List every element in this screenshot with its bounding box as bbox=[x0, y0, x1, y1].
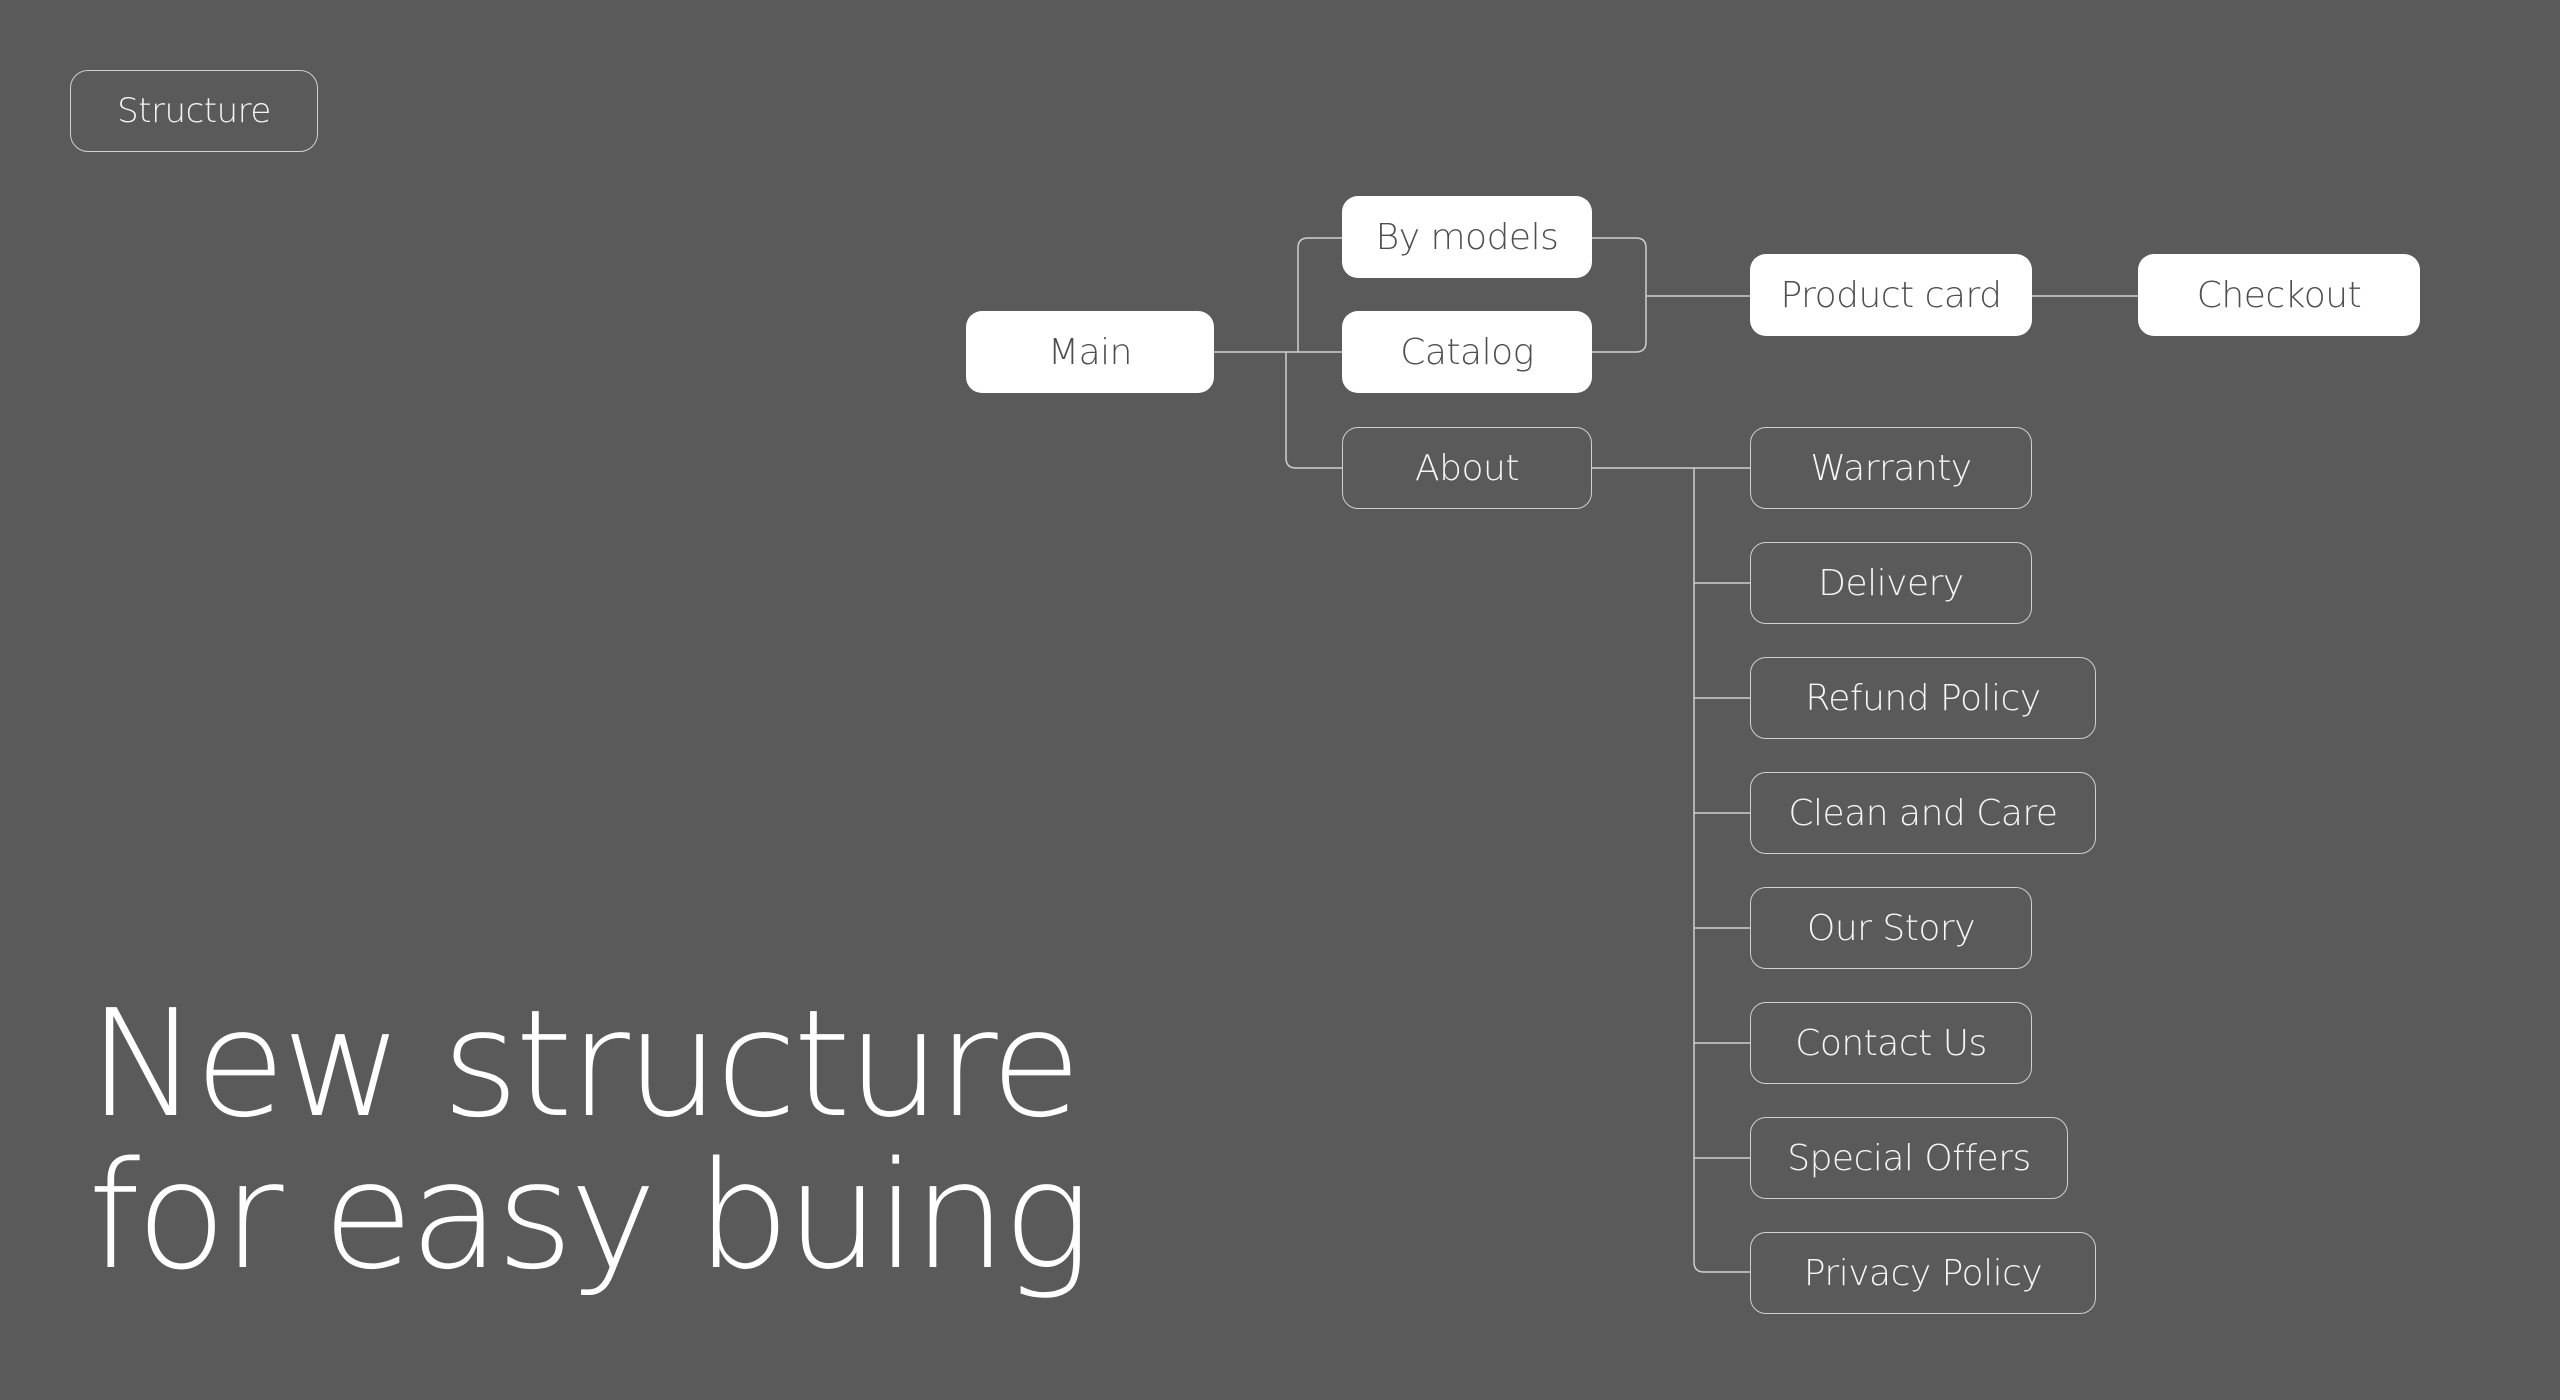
connector-main-to-by-models bbox=[1297, 237, 1342, 352]
node-checkout: Checkout bbox=[2138, 254, 2420, 336]
node-delivery: Delivery bbox=[1750, 542, 2032, 624]
node-about: About bbox=[1342, 427, 1592, 509]
headline: New structure for easy buing bbox=[88, 978, 1092, 1302]
node-by-models: By models bbox=[1342, 196, 1592, 278]
node-our-story: Our Story bbox=[1750, 887, 2032, 969]
connector-about-trunk bbox=[1693, 468, 1750, 1273]
node-privacy-policy: Privacy Policy bbox=[1750, 1232, 2096, 1314]
node-clean-and-care: Clean and Care bbox=[1750, 772, 2096, 854]
node-main: Main bbox=[966, 311, 1214, 393]
connector-by-models-to-product-card bbox=[1592, 237, 1647, 286]
node-special-offers: Special Offers bbox=[1750, 1117, 2068, 1199]
headline-line-2: for easy buing bbox=[88, 1130, 1092, 1302]
node-contact-us: Contact Us bbox=[1750, 1002, 2032, 1084]
connector-main-to-about bbox=[1285, 352, 1342, 469]
structure-tag: Structure bbox=[70, 70, 318, 152]
node-warranty: Warranty bbox=[1750, 427, 2032, 509]
connector-catalog-to-product-card bbox=[1592, 286, 1647, 353]
node-refund-policy: Refund Policy bbox=[1750, 657, 2096, 739]
node-catalog: Catalog bbox=[1342, 311, 1592, 393]
node-product-card: Product card bbox=[1750, 254, 2032, 336]
headline-line-1: New structure bbox=[88, 978, 1081, 1150]
